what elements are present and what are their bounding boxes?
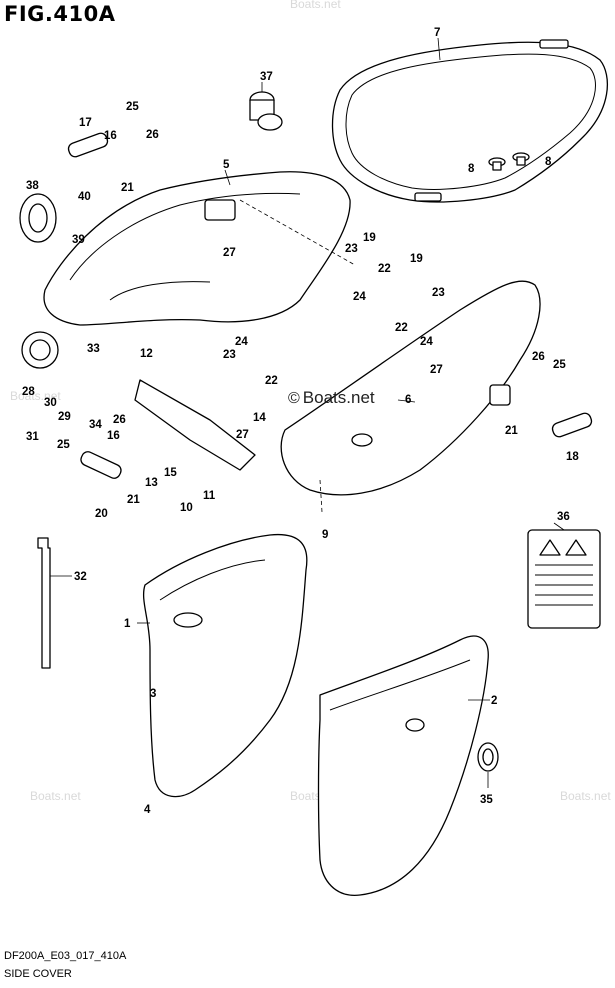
part-latch-lever[interactable] (79, 450, 123, 480)
callout-9: 9 (322, 529, 328, 541)
ghost-watermark: Boats.net (10, 389, 61, 403)
callout-25c: 25 (553, 359, 566, 371)
callout-24a: 24 (353, 291, 366, 303)
figure-code: DF200A_E03_017_410A (4, 950, 127, 962)
callout-24b: 24 (420, 336, 433, 348)
callout-1: 1 (124, 618, 131, 630)
callout-20: 20 (95, 508, 108, 520)
part-rod[interactable] (37, 537, 51, 669)
ghost-watermark: Boats.net (30, 789, 81, 803)
part-lower-side-cover-starboard[interactable] (317, 635, 489, 896)
callout-22c: 22 (265, 375, 278, 387)
callout-16a: 16 (104, 130, 117, 142)
part-grommet-ring[interactable] (477, 742, 499, 772)
part-grommets[interactable] (488, 152, 530, 171)
callout-39: 39 (72, 234, 85, 246)
callout-25a: 25 (126, 101, 139, 113)
copyright-symbol: © (288, 390, 300, 407)
callout-3: 3 (150, 688, 156, 700)
leader-lines (50, 37, 565, 788)
callout-27c: 27 (236, 429, 249, 441)
callout-19b: 19 (410, 253, 423, 265)
callout-36: 36 (557, 511, 570, 523)
callout-29: 29 (58, 411, 71, 423)
callout-8a: 8 (468, 163, 475, 175)
callout-22a: 22 (378, 263, 391, 275)
callout-22b: 22 (395, 322, 408, 334)
part-latch-starboard[interactable] (551, 412, 593, 439)
ghost-watermark: Boats.net (290, 0, 341, 11)
callout-27b: 27 (430, 364, 443, 376)
callout-6: 6 (405, 394, 411, 406)
callout-26b: 26 (113, 414, 126, 426)
part-latch-port[interactable] (67, 132, 109, 159)
callout-31: 31 (26, 431, 39, 443)
callout-35: 35 (480, 794, 493, 806)
callout-17: 17 (79, 117, 92, 129)
callout-21c: 21 (505, 425, 518, 437)
callout-40: 40 (78, 191, 91, 203)
callout-34: 34 (89, 419, 102, 431)
callout-23a: 23 (345, 243, 358, 255)
part-lower-side-cover-port[interactable] (142, 533, 308, 798)
callout-30: 30 (44, 397, 57, 409)
part-collar[interactable] (19, 193, 57, 243)
callout-14: 14 (253, 412, 266, 424)
callout-5: 5 (223, 159, 230, 171)
watermark-text: Boats.net (302, 388, 375, 407)
callout-28: 28 (22, 386, 35, 398)
callout-38: 38 (26, 180, 39, 192)
callout-12: 12 (140, 348, 153, 360)
ghost-watermark: Boats.net (560, 789, 611, 803)
part-upper-side-cover-starboard[interactable] (280, 280, 541, 496)
callout-26c: 26 (532, 351, 545, 363)
callout-21a: 21 (121, 182, 134, 194)
callout-10: 10 (180, 502, 193, 514)
callout-21b: 21 (127, 494, 140, 506)
part-warning-label[interactable] (527, 529, 601, 629)
callout-16b: 16 (107, 430, 120, 442)
watermark: ©Boats.net (288, 388, 375, 408)
callout-37: 37 (260, 71, 273, 83)
callout-23b: 23 (432, 287, 445, 299)
callout-15: 15 (164, 467, 177, 479)
callout-labels: 1 2 3 4 5 6 7 8 8 9 10 11 12 13 14 15 16… (22, 27, 579, 816)
callout-8b: 8 (545, 156, 552, 168)
callout-32: 32 (74, 571, 87, 583)
callout-13: 13 (145, 477, 158, 489)
callout-2: 2 (491, 695, 497, 707)
callout-26a: 26 (146, 129, 159, 141)
callout-27a: 27 (223, 247, 236, 259)
callout-25b: 25 (57, 439, 70, 451)
callout-24c: 24 (235, 336, 248, 348)
part-upper-side-cover-port[interactable] (43, 171, 351, 326)
figure-title: FIG.410A (4, 2, 116, 26)
part-bellows[interactable] (21, 331, 59, 369)
part-bracket[interactable] (134, 379, 256, 471)
callout-7: 7 (434, 27, 440, 39)
callout-19a: 19 (363, 232, 376, 244)
callout-18: 18 (566, 451, 579, 463)
part-seal-loop[interactable] (331, 39, 609, 203)
part-plug[interactable] (249, 91, 283, 131)
background-watermarks: Boats.net Boats.net Boats.net Boats.net … (10, 0, 611, 803)
callout-33: 33 (87, 343, 100, 355)
callout-23c: 23 (223, 349, 236, 361)
callout-4: 4 (144, 804, 151, 816)
figure-name: SIDE COVER (4, 968, 72, 980)
callout-11: 11 (203, 490, 216, 502)
